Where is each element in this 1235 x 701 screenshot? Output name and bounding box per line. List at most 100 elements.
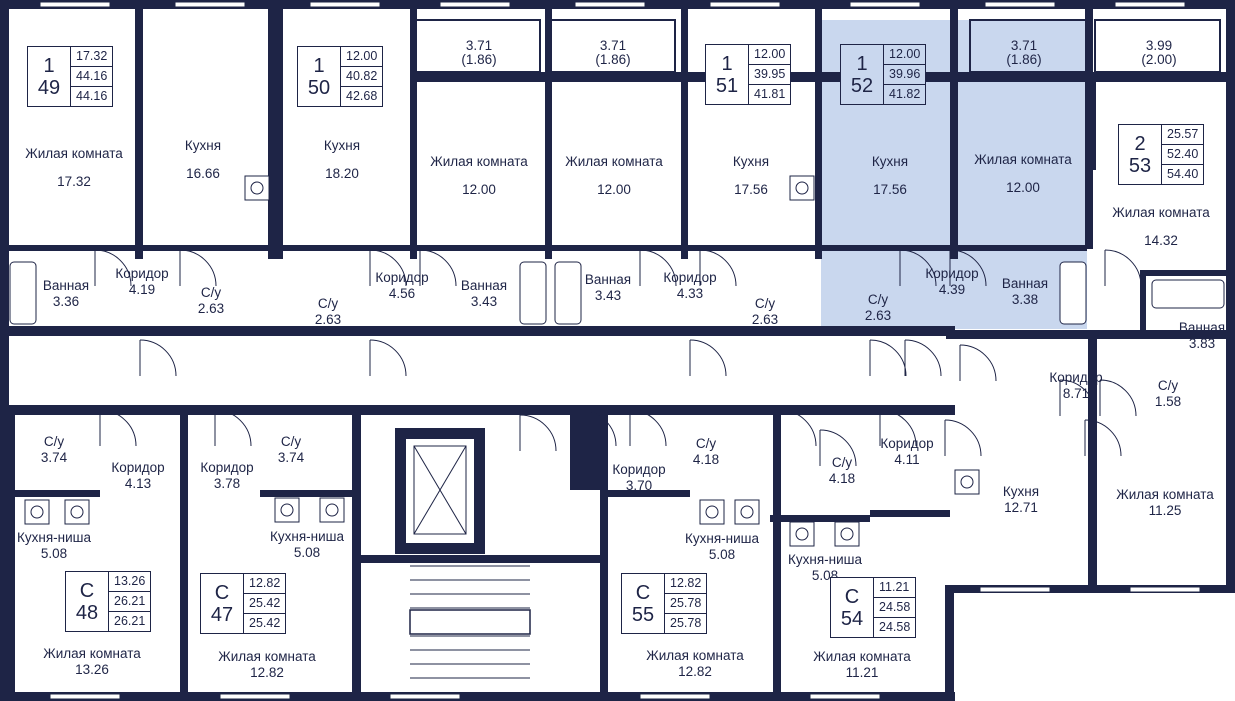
room-area: 2.63 xyxy=(197,301,225,316)
room-label: (1.86) xyxy=(1006,52,1041,68)
door-arc xyxy=(1104,249,1142,287)
wall xyxy=(958,72,1226,82)
room-area: 4.19 xyxy=(128,282,156,297)
room-name: Ванная xyxy=(584,272,632,287)
room-area: (1.86) xyxy=(461,52,497,67)
door-arc xyxy=(579,409,617,447)
elevator-cabin xyxy=(413,445,467,535)
wall xyxy=(545,9,552,259)
wall xyxy=(815,9,822,259)
total-area-balcony: 44.16 xyxy=(76,89,108,103)
wall xyxy=(688,245,823,251)
door-arc xyxy=(959,344,997,382)
stove-or-sink xyxy=(244,175,270,201)
total-area: 39.95 xyxy=(749,65,791,85)
living-area: 17.32 xyxy=(71,47,113,67)
apt-number: 52 xyxy=(850,74,874,97)
apt-rooms: С xyxy=(635,581,651,604)
bathtub xyxy=(554,261,582,325)
room-name: Кухня-ниша xyxy=(17,530,91,545)
total-area-balcony: 25.78 xyxy=(670,616,702,630)
room-name: С/у xyxy=(43,434,65,449)
room-area: 1.58 xyxy=(1154,394,1182,409)
apt-rooms: С xyxy=(79,579,95,602)
room-name: С/у xyxy=(831,455,853,470)
door-arc xyxy=(689,339,727,377)
window xyxy=(219,693,291,700)
room-label: Кухня 17.56 xyxy=(872,154,908,198)
room-name: С/у xyxy=(695,436,717,451)
wall xyxy=(0,490,100,497)
wall xyxy=(1226,0,1235,593)
bathtub xyxy=(9,261,37,325)
room-name: Коридор xyxy=(612,462,666,477)
window xyxy=(49,693,121,700)
balcony-52-highlight xyxy=(970,20,1086,72)
door-arc xyxy=(1059,379,1097,417)
door-arc xyxy=(1099,379,1137,417)
room-name: Коридор xyxy=(880,436,934,451)
room-area: (1.86) xyxy=(595,52,631,67)
bathtub xyxy=(1059,261,1087,325)
room-area: 3.71 xyxy=(599,38,627,53)
wall xyxy=(0,0,9,701)
room-name: Кухня xyxy=(871,154,909,169)
living-area: 11.21 xyxy=(874,578,916,598)
total-area: 24.58 xyxy=(874,598,916,618)
apt-number: 47 xyxy=(210,603,234,626)
total-area: 25.42 xyxy=(244,594,286,614)
door-arc xyxy=(899,249,937,287)
wall xyxy=(1088,330,1097,593)
living-area: 25.57 xyxy=(1162,125,1204,145)
apt-rooms: 2 xyxy=(1134,132,1146,155)
bathtub xyxy=(1151,279,1225,309)
room-area: 12.00 xyxy=(462,182,496,197)
door-arc xyxy=(214,409,252,447)
window xyxy=(174,1,246,8)
apt-number: 51 xyxy=(715,74,739,97)
fixture-ring xyxy=(840,527,854,541)
total-area-balcony: 41.82 xyxy=(889,87,921,101)
room-area: 3.43 xyxy=(594,288,622,303)
fixture-ring xyxy=(795,527,809,541)
stove-or-sink xyxy=(64,499,90,525)
room-area: 17.56 xyxy=(873,182,907,197)
total-area-balcony: 54.40 xyxy=(1167,167,1199,181)
wall xyxy=(275,9,283,259)
room-name: Жилая комната xyxy=(1112,205,1210,220)
stove-or-sink xyxy=(834,521,860,547)
room-area: 4.39 xyxy=(938,282,966,297)
window xyxy=(389,693,461,700)
room-name: Коридор xyxy=(111,460,165,475)
total-area: 44.16 xyxy=(71,67,113,87)
apt-number: 50 xyxy=(307,76,331,99)
wall xyxy=(870,510,950,517)
apt-number: 49 xyxy=(37,76,61,99)
total-area-balcony: 26.21 xyxy=(114,614,146,628)
total-area: 40.82 xyxy=(341,67,383,87)
fixture-ring xyxy=(960,475,974,489)
stove-or-sink xyxy=(734,499,760,525)
stove-or-sink xyxy=(319,497,345,523)
room-name: Жилая комната xyxy=(565,154,663,169)
room-area: 13.26 xyxy=(75,662,109,677)
